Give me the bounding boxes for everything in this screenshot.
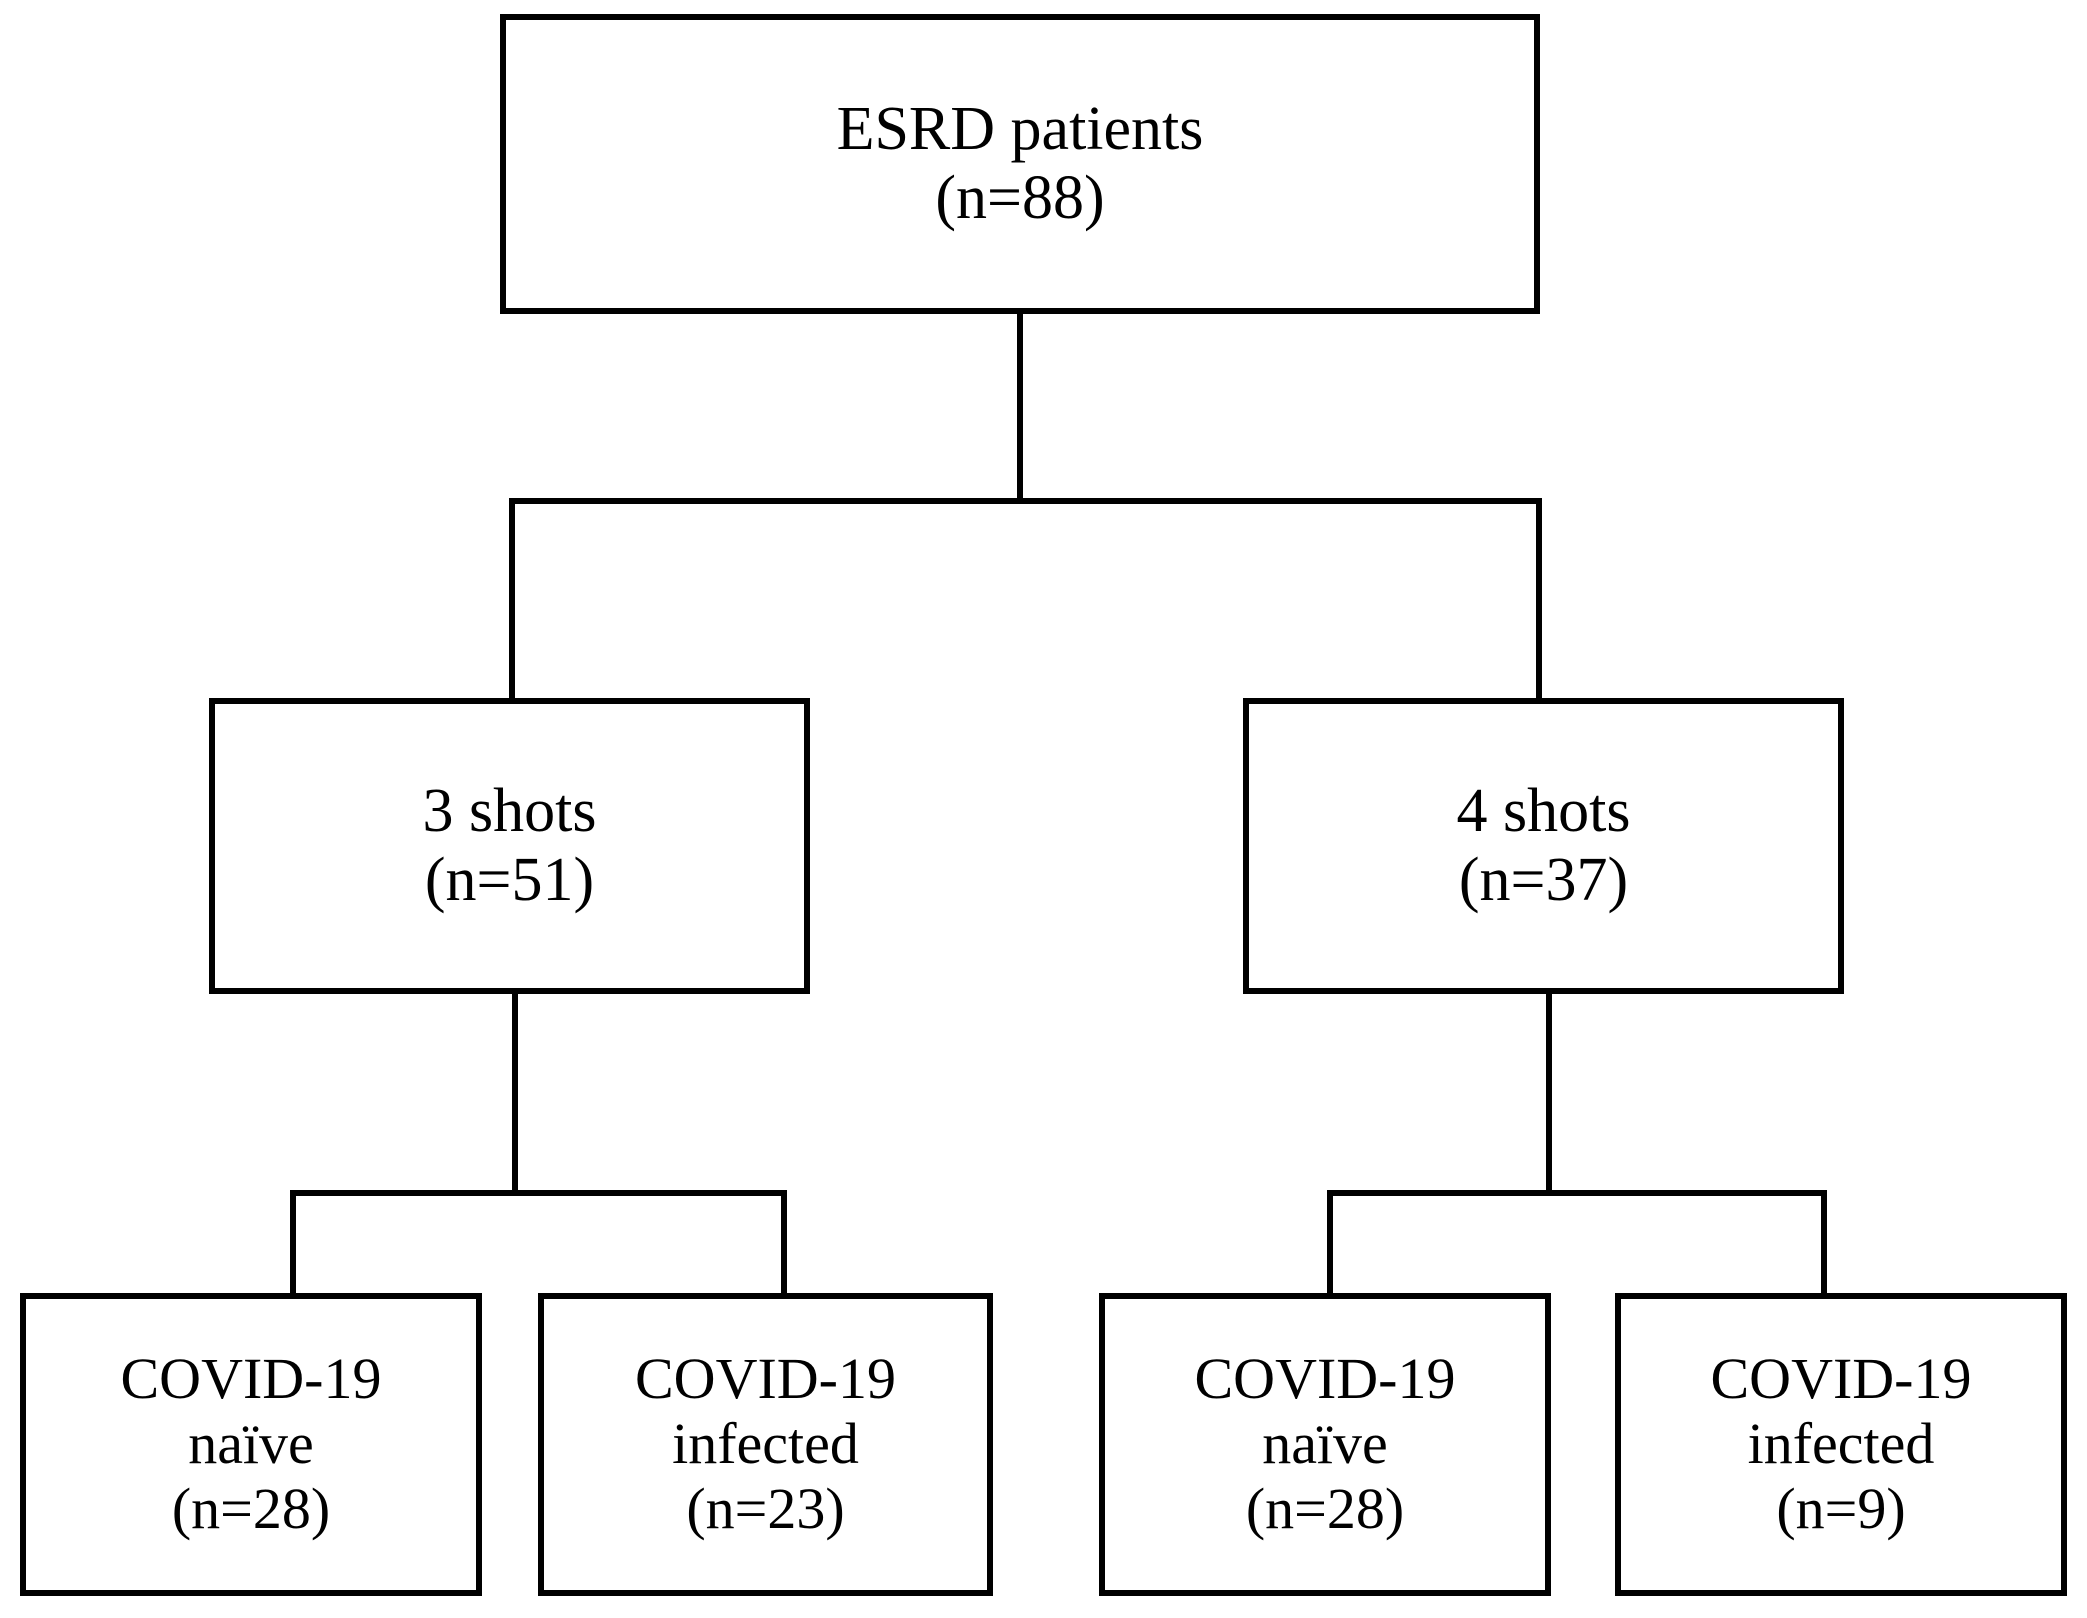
node-three-shots-covid-infected-label-1: COVID-19 — [635, 1346, 896, 1412]
connector-root-split-bar — [509, 498, 1542, 504]
connector-three-shots-to-naive — [290, 1190, 296, 1295]
node-four-shots-covid-infected-label-2: infected — [1747, 1411, 1935, 1477]
node-esrd-patients-label: ESRD patients — [836, 94, 1204, 163]
node-three-shots-covid-naive-label-2: naïve — [188, 1411, 314, 1477]
connector-four-shots-split-bar — [1327, 1190, 1827, 1196]
node-four-shots-count: (n=37) — [1458, 846, 1629, 914]
connector-four-shots-to-infected — [1821, 1190, 1827, 1295]
node-three-shots-covid-naive-label-1: COVID-19 — [120, 1346, 382, 1412]
connector-three-shots-to-infected — [781, 1190, 787, 1295]
node-four-shots-covid-naive: COVID-19 naïve (n=28) — [1099, 1293, 1551, 1596]
node-four-shots-covid-infected-count: (n=9) — [1776, 1475, 1906, 1541]
node-four-shots-covid-infected-label-1: COVID-19 — [1710, 1346, 1972, 1412]
node-three-shots-covid-infected-count: (n=23) — [686, 1475, 845, 1541]
node-esrd-patients-count: (n=88) — [935, 164, 1105, 232]
connector-three-shots-stem — [512, 994, 518, 1194]
connector-root-stem — [1017, 314, 1023, 504]
connector-four-shots-to-naive — [1327, 1190, 1333, 1295]
node-four-shots: 4 shots (n=37) — [1243, 698, 1844, 994]
node-three-shots-covid-infected-label-2: infected — [672, 1411, 859, 1477]
node-three-shots-count: (n=51) — [424, 846, 595, 914]
node-four-shots-covid-naive-label-2: naïve — [1262, 1411, 1388, 1477]
connector-root-to-three-shots — [509, 498, 515, 700]
node-three-shots-covid-naive: COVID-19 naïve (n=28) — [20, 1293, 482, 1596]
connector-four-shots-stem — [1546, 994, 1552, 1194]
node-four-shots-label: 4 shots — [1456, 776, 1631, 845]
node-three-shots-label: 3 shots — [422, 776, 597, 845]
node-four-shots-covid-naive-count: (n=28) — [1245, 1475, 1405, 1541]
node-four-shots-covid-infected: COVID-19 infected (n=9) — [1615, 1293, 2067, 1596]
connector-root-to-four-shots — [1536, 498, 1542, 700]
node-esrd-patients: ESRD patients (n=88) — [500, 14, 1540, 314]
connector-three-shots-split-bar — [290, 1190, 787, 1196]
node-three-shots-covid-infected: COVID-19 infected (n=23) — [538, 1293, 993, 1596]
node-three-shots: 3 shots (n=51) — [209, 698, 810, 994]
node-three-shots-covid-naive-count: (n=28) — [171, 1475, 331, 1541]
node-four-shots-covid-naive-label-1: COVID-19 — [1194, 1346, 1456, 1412]
